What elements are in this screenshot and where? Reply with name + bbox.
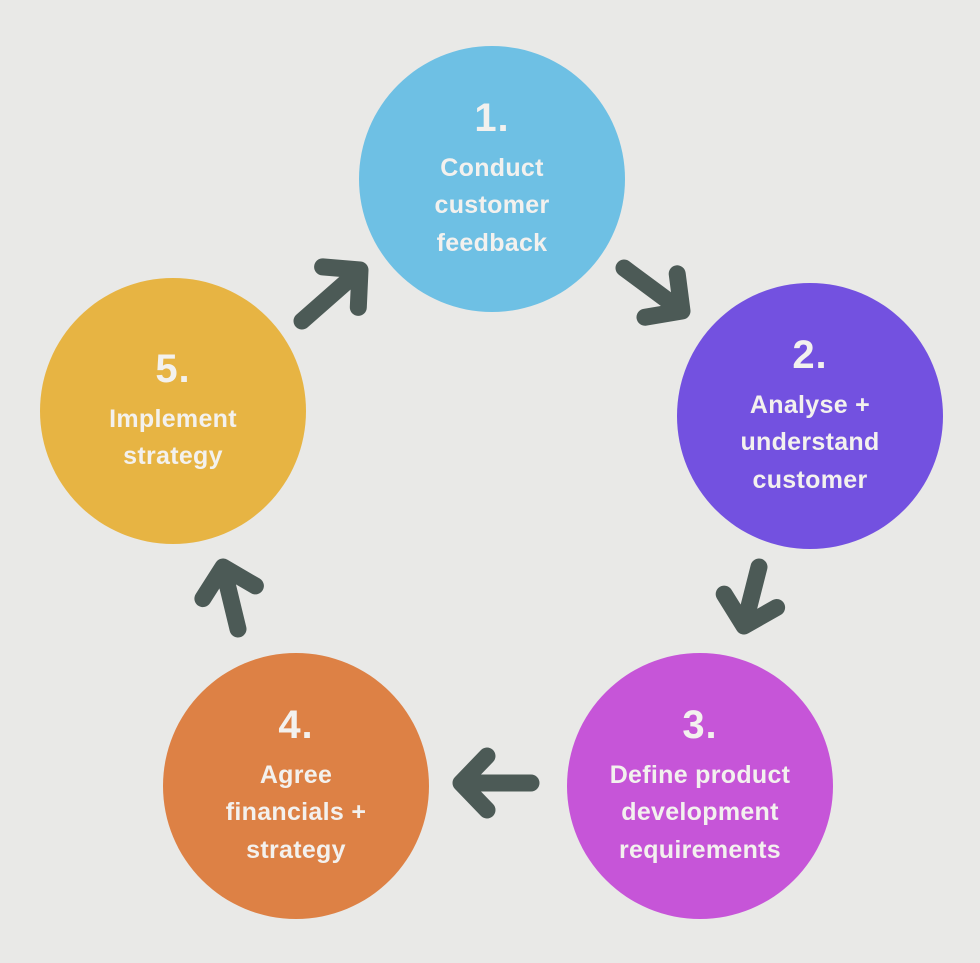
step-circle-4: 4. Agree financials + strategy: [163, 653, 429, 919]
step-label: Conduct customer feedback: [434, 153, 550, 257]
arrow-step5-to-step1: [293, 258, 369, 330]
step-label: Analyse + understand customer: [740, 390, 880, 494]
step-circle-1: 1. Conduct customer feedback: [359, 46, 625, 312]
step-circle-3: 3. Define product development requiremen…: [567, 653, 833, 919]
arrow-step1-to-step2: [615, 259, 691, 326]
step-number: 1.: [474, 95, 510, 140]
step-number: 3.: [682, 702, 718, 747]
step-circle-5: 5. Implement strategy: [40, 278, 306, 544]
step-label: Implement strategy: [109, 404, 237, 471]
step-label: Define product development requirements: [609, 760, 791, 864]
step-number: 5.: [155, 346, 191, 391]
step-label: Agree financials + strategy: [225, 760, 367, 864]
arrow-step3-to-step4: [452, 747, 540, 819]
step-circle-2: 2. Analyse + understand customer: [677, 283, 943, 549]
arrow-step4-to-step5: [194, 558, 264, 638]
arrow-step2-to-step3: [715, 558, 786, 635]
step-number: 4.: [278, 702, 314, 747]
step-number: 2.: [792, 332, 828, 377]
